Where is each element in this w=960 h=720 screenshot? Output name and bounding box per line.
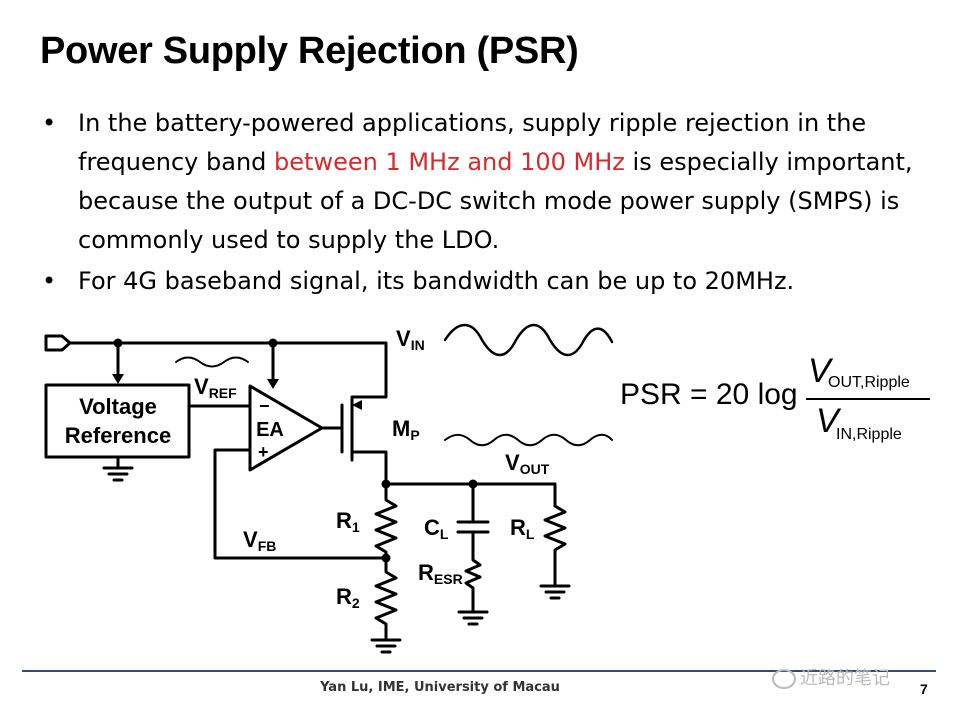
r2-resistor-icon	[374, 558, 398, 642]
psr-equation: PSR = 20 log V OUT,Ripple V IN,Ripple	[620, 340, 940, 460]
fraction-bar	[806, 398, 930, 400]
bullet-icon: •	[42, 109, 57, 137]
error-amplifier-icon	[248, 384, 324, 472]
ldo-circuit-diagram: Voltage Reference EA − + VIN VREF MP VOU…	[44, 323, 614, 654]
ea-label: EA	[256, 419, 284, 441]
ground-icon	[370, 638, 402, 654]
ea-minus-label: −	[259, 396, 270, 416]
rl-resistor-icon	[543, 504, 567, 588]
ground-icon	[539, 584, 571, 600]
r1-resistor-icon	[374, 482, 398, 562]
bullet-list: • In the battery-powered applications, s…	[42, 104, 922, 303]
wechat-icon	[772, 669, 796, 690]
bullet-item-2: • For 4G baseband signal, its bandwidth …	[42, 262, 922, 301]
vin-label: VIN	[396, 326, 425, 353]
bullet-item-1: • In the battery-powered applications, s…	[42, 104, 922, 260]
rl-label: RL	[510, 515, 535, 542]
vin-terminal-icon	[44, 334, 72, 352]
denominator-var: V	[816, 402, 839, 440]
cl-label: CL	[424, 515, 449, 542]
vin-ripple-wave-icon	[443, 323, 614, 357]
arrow-icon	[267, 379, 279, 389]
r1-label: R1	[336, 508, 360, 535]
mp-source-arrow-icon	[352, 400, 362, 410]
vref-ripple-wave-icon	[175, 356, 249, 368]
vref-label: VREF	[194, 374, 237, 401]
ea-plus-label: +	[258, 442, 269, 462]
bullet-1-highlight: between 1 MHz and 100 MHz	[274, 148, 625, 176]
numerator-var: V	[808, 352, 831, 390]
equation-lhs: PSR = 20 log	[620, 378, 798, 411]
resr-label: RESR	[418, 560, 463, 587]
numerator-sub: OUT,Ripple	[828, 374, 910, 391]
footer-text: Yan Lu, IME, University of Macau	[320, 680, 560, 695]
watermark: 近路的笔记	[772, 664, 890, 690]
vfb-label: VFB	[243, 527, 276, 554]
bullet-1-text-end: is especially important, because the out…	[78, 148, 913, 254]
ground-icon	[457, 610, 489, 626]
feedback-wire	[213, 448, 388, 560]
vout-ripple-wave-icon	[444, 433, 613, 447]
bullet-1-text-start: In the battery-powered applications, sup…	[78, 109, 867, 176]
supply-rail	[68, 341, 388, 399]
watermark-text: 近路的笔记	[800, 668, 890, 688]
mp-drain-wire	[350, 450, 388, 486]
voltage-reference-label: Voltage	[79, 394, 157, 419]
slide-title: Power Supply Rejection (PSR)	[40, 30, 579, 72]
vout-label: VOUT	[505, 450, 550, 477]
voltage-reference-label: Reference	[65, 423, 171, 448]
bullet-2-text: For 4G baseband signal, its bandwidth ca…	[78, 267, 795, 295]
r2-label: R2	[336, 584, 360, 611]
page-number: 7	[920, 681, 928, 697]
bullet-icon: •	[42, 267, 57, 295]
resr-resistor-icon	[464, 530, 482, 614]
footer-divider	[22, 670, 936, 672]
arrow-icon	[112, 374, 124, 384]
mp-label: MP	[392, 416, 420, 443]
ground-icon	[102, 466, 134, 482]
denominator-sub: IN,Ripple	[836, 426, 902, 443]
